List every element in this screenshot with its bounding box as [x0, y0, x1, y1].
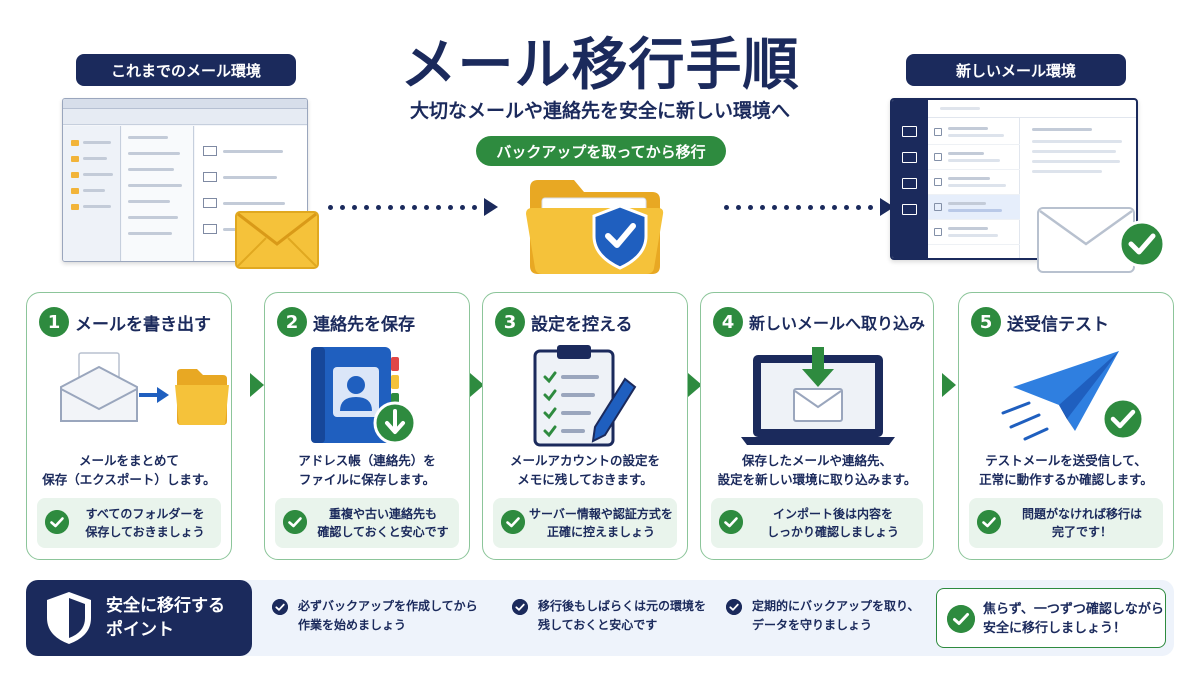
clipboard-checklist-icon — [533, 345, 637, 447]
step-description: メールをまとめて 保存（エクスポート）します。 — [42, 453, 216, 487]
step-number: 4 — [713, 307, 743, 337]
check-icon — [283, 510, 307, 534]
shield-icon — [47, 592, 91, 644]
flow-arrow-right — [724, 198, 894, 216]
step-number: 3 — [495, 307, 525, 337]
check-icon — [501, 510, 525, 534]
step-title: 新しいメールへ取り込み — [749, 314, 926, 333]
backup-first-label: バックアップを取ってから移行 — [476, 136, 726, 166]
step-arrow-4 — [942, 373, 956, 397]
envelope-to-folder-icon — [60, 352, 229, 425]
safety-badge: 安全に移行する ポイント — [26, 580, 252, 656]
step-title: 連絡先を保存 — [313, 315, 415, 335]
step-tip: 問題がなければ移行は完了です！ — [969, 498, 1163, 548]
check-icon — [45, 510, 69, 534]
step-tip: インポート後は内容をしっかり確認しましょう — [711, 498, 923, 548]
new-mail-client-illustration — [890, 98, 1138, 260]
safety-point-1: 必ずバックアップを作成してから 作業を始めましょう — [298, 599, 478, 632]
step-arrow-1 — [250, 373, 264, 397]
check-icon — [719, 510, 743, 534]
check-icon — [512, 599, 528, 615]
safety-points-strip: 安全に移行する ポイント 必ずバックアップを作成してから 作業を始めましょう 移… — [26, 580, 1174, 656]
laptop-import-icon — [741, 347, 895, 445]
final-message: 焦らず、一つずつ確認しながら 安全に移行しましょう！ — [936, 588, 1166, 648]
step-description: 保存したメールや連絡先、 設定を新しい環境に取り込みます。 — [717, 453, 917, 487]
step-description: テストメールを送受信して、 正常に動作するか確認します。 — [979, 453, 1153, 487]
step-arrow-2 — [470, 373, 484, 397]
step-tip: すべてのフォルダーを保存しておきましょう — [37, 498, 221, 548]
step-card-2: 2 連絡先を保存 アドレス帳（連絡先）を ファイルに保存します。 重複や古い連絡… — [264, 292, 470, 560]
safety-point-2: 移行後もしばらくは元の環境を 残しておくと安心です — [538, 599, 707, 632]
step-tip: サーバー情報や認証方式を正確に控えましょう — [493, 498, 677, 548]
step-title: メールを書き出す — [75, 315, 211, 335]
step-card-4: 4 新しいメールへ取り込み 保存したメールや連絡先、 設定を新しい環境に取り込み… — [700, 292, 934, 560]
envelope-check-icon — [1037, 207, 1166, 273]
check-icon — [726, 599, 742, 615]
step-description: メールアカウントの設定を メモに残しておきます。 — [509, 453, 660, 487]
flow-arrow-left — [328, 198, 498, 216]
old-env-label: これまでのメール環境 — [76, 54, 296, 86]
address-book-icon — [311, 347, 417, 445]
paper-plane-icon — [1001, 351, 1145, 441]
envelope-icon — [235, 211, 319, 269]
step-arrow-3 — [688, 373, 702, 397]
step-title: 設定を控える — [531, 315, 633, 335]
safety-point-3: 定期的にバックアップを取り、 データを守りましょう — [752, 599, 920, 632]
folder-shield-icon — [526, 180, 664, 274]
page-subtitle: 大切なメールや連絡先を安全に新しい環境へ — [409, 100, 790, 122]
step-card-5: 5 送受信テスト テストメールを送受信して、 正常に動作するか確認します。 問題… — [958, 292, 1174, 560]
safety-title: 安全に移行する ポイント — [106, 596, 225, 640]
step-number: 5 — [971, 307, 1001, 337]
step-title: 送受信テスト — [1007, 315, 1109, 335]
new-env-label: 新しいメール環境 — [906, 54, 1126, 86]
page-title: メール移行手順 — [400, 33, 800, 98]
check-icon — [272, 599, 288, 615]
step-card-3: 3 設定を控える メールアカウントの設定を メモに残しておきます。 サーバー情報… — [482, 292, 688, 560]
step-card-1: 1 メールを書き出す メールをまとめて 保存（エクスポート）します。 すべてのフ… — [26, 292, 232, 560]
step-description: アドレス帳（連絡先）を ファイルに保存します。 — [298, 453, 436, 487]
check-icon — [947, 605, 975, 633]
step-number: 2 — [277, 307, 307, 337]
step-tip: 重複や古い連絡先も確認しておくと安心です — [275, 498, 459, 548]
check-icon — [977, 510, 1001, 534]
step-number: 1 — [39, 307, 69, 337]
